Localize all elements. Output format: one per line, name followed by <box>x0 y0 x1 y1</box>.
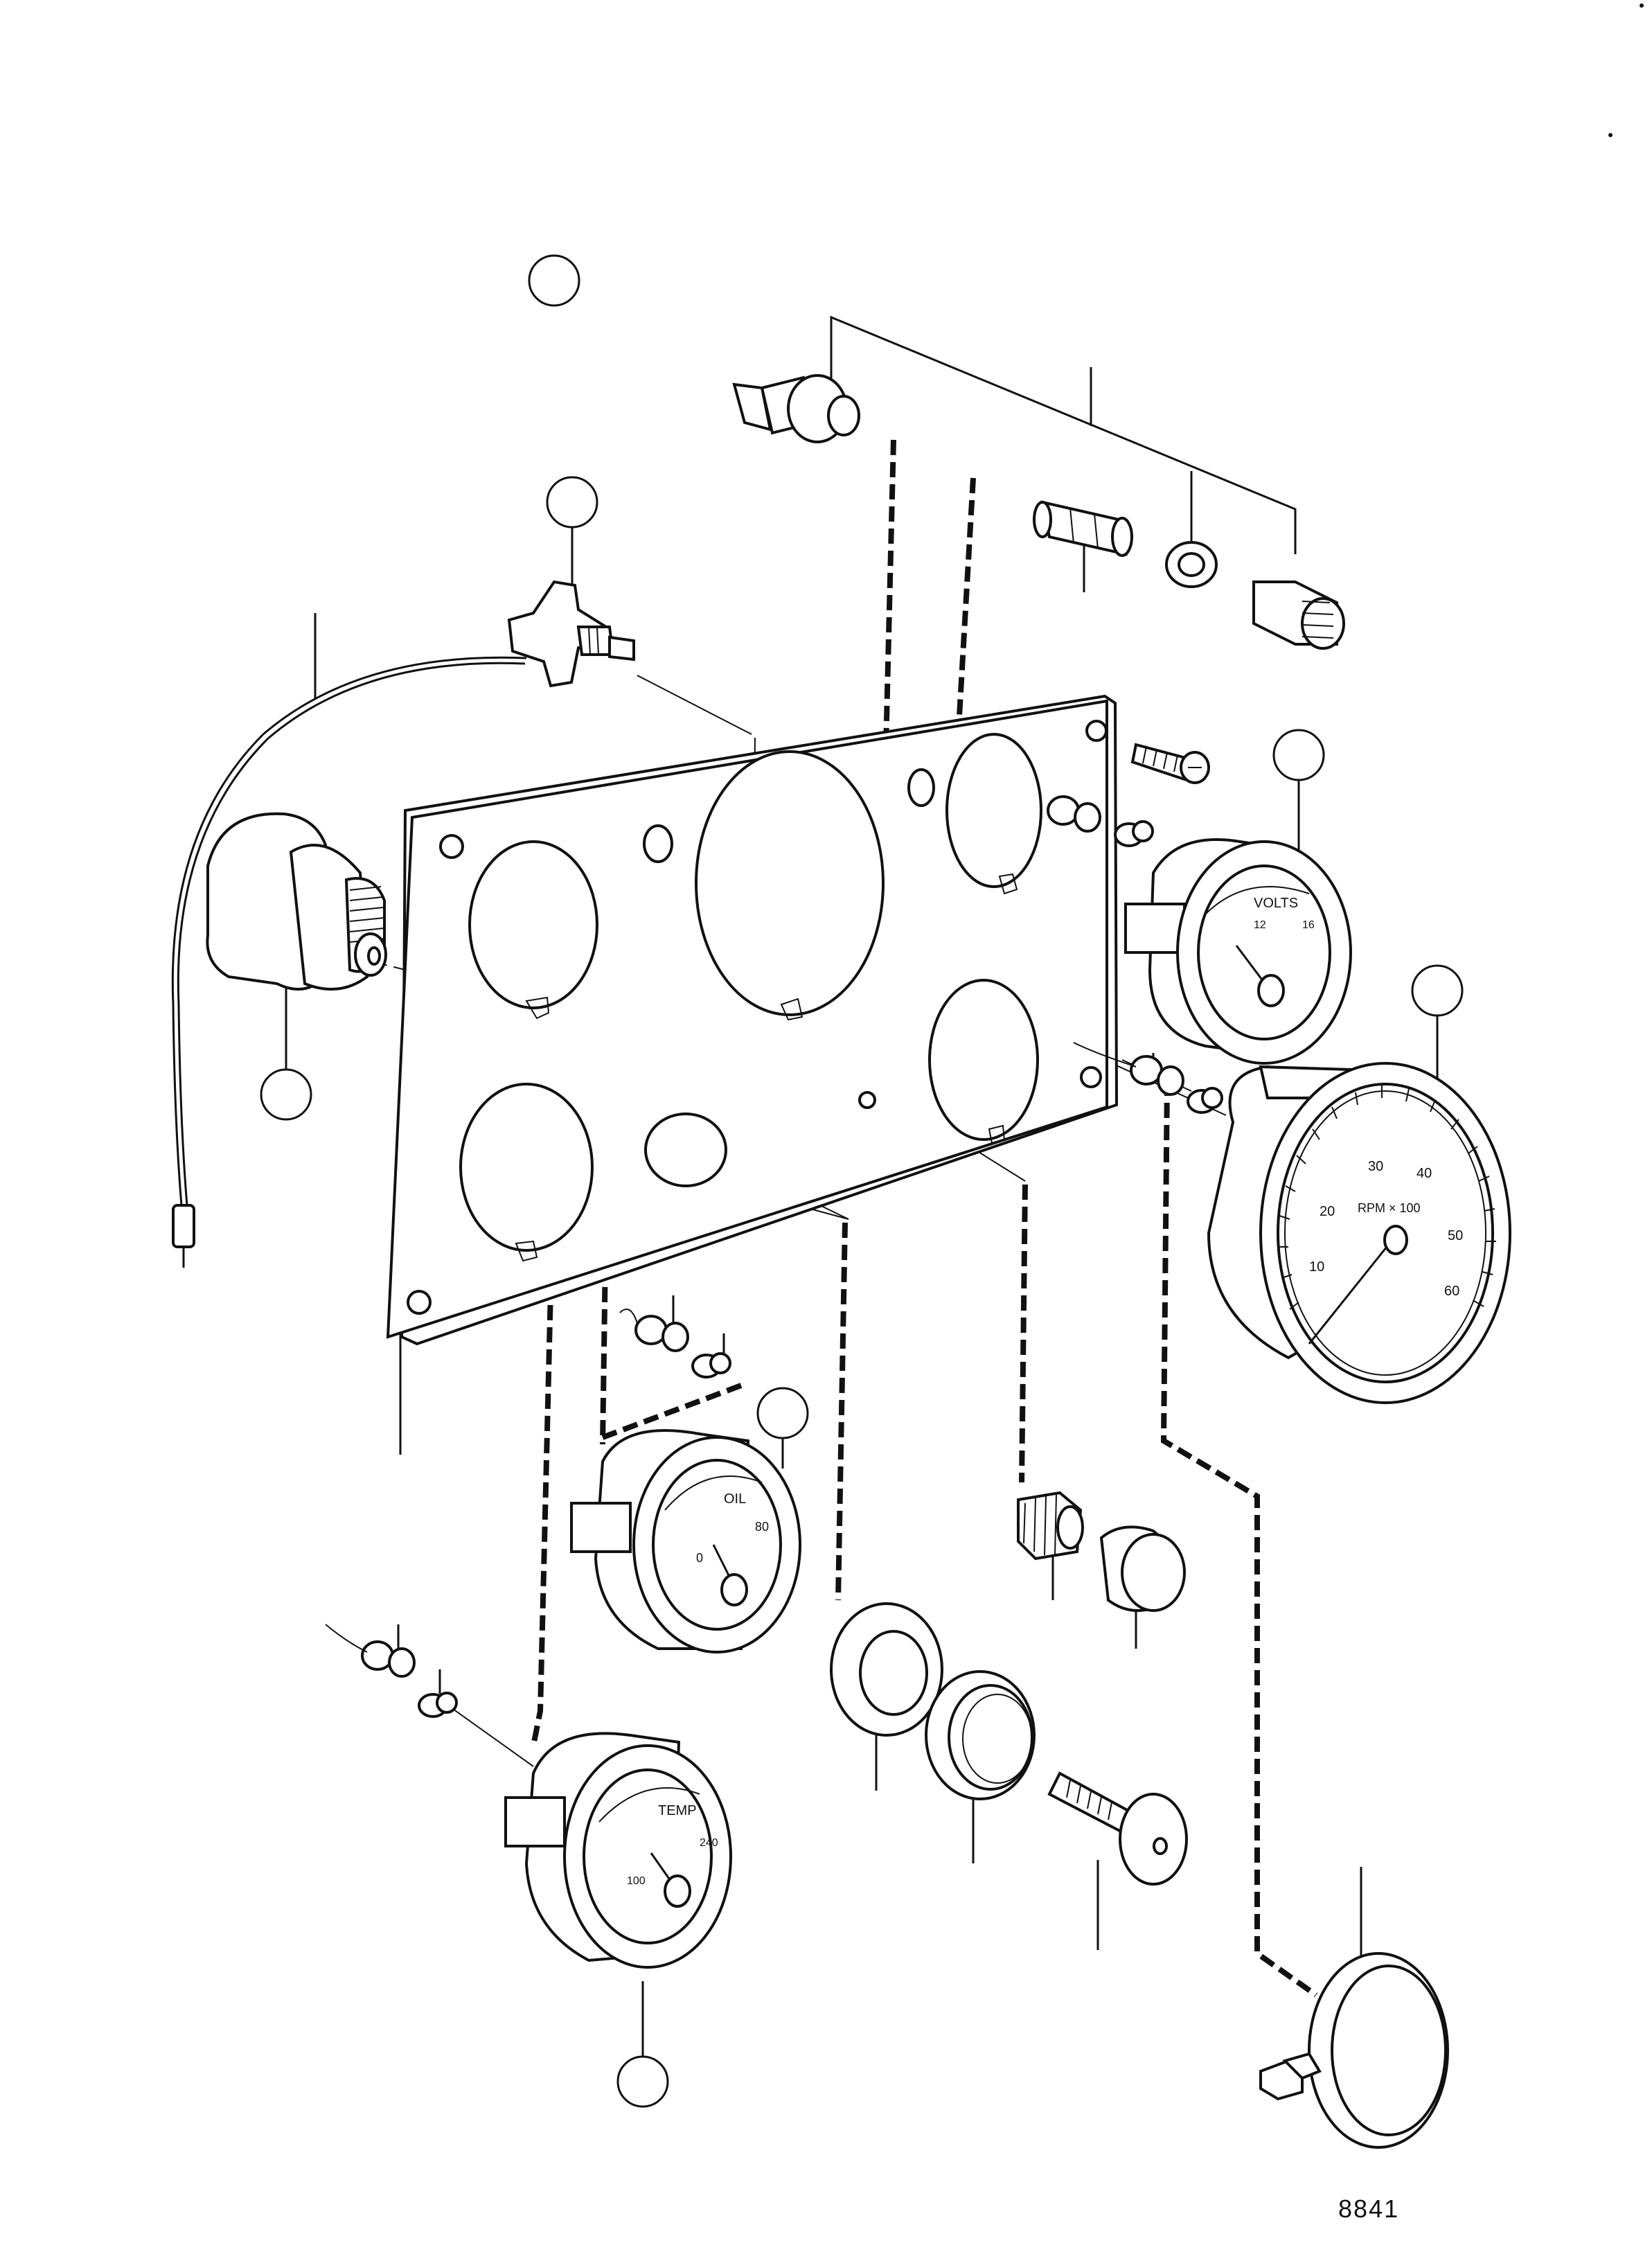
oil-pressure-tick: 80 <box>755 1520 769 1534</box>
ignition-switch <box>171 656 527 1268</box>
voltmeter-label: VOLTS <box>1254 896 1298 911</box>
callout-circle <box>756 1387 809 1439</box>
tachometer-tick: 50 <box>1448 1228 1463 1243</box>
callout-circle <box>1272 729 1325 781</box>
callout-circle <box>528 254 580 307</box>
voltmeter-gauge: VOLTS 12 16 <box>1124 838 1352 1065</box>
tachometer-label: RPM × 100 <box>1358 1201 1421 1215</box>
oil-pressure-gauge: OIL 0 80 <box>570 1429 801 1654</box>
knob-and-nut <box>1017 1491 1186 1612</box>
tachometer-tick: 30 <box>1368 1159 1383 1174</box>
temperature-gauge: TEMP 100 240 <box>504 1732 732 1969</box>
tachometer-tick: 20 <box>1320 1204 1335 1219</box>
oil-pressure-label: OIL <box>724 1491 746 1507</box>
instrument-panel <box>386 694 1119 1346</box>
callout-circle <box>1411 964 1464 1017</box>
tachometer-tick: 60 <box>1444 1284 1459 1299</box>
figure-number: 8841 <box>1338 2195 1400 2223</box>
screw <box>1130 743 1210 784</box>
callout-circle <box>260 1068 312 1121</box>
voltmeter-tick: 16 <box>1302 919 1315 931</box>
oil-pressure-tick: 0 <box>696 1551 703 1565</box>
callout-circle <box>616 2055 669 2108</box>
tachometer-gauge: RPM × 100 10 20 30 40 50 60 <box>1207 1062 1511 1404</box>
tachometer-tick: 40 <box>1416 1166 1432 1181</box>
callout-circles <box>260 254 1464 2108</box>
ignition-key <box>1047 1771 1188 1886</box>
callout-circle <box>546 476 598 529</box>
tachometer-tick: 10 <box>1309 1259 1324 1275</box>
sealing-rings <box>830 1602 1036 1800</box>
voltmeter-tick: 12 <box>1254 919 1266 931</box>
temperature-label: TEMP <box>658 1803 697 1818</box>
bezel-ring <box>1259 1952 1449 2149</box>
star-knob <box>507 580 635 688</box>
temperature-tick: 100 <box>627 1875 646 1887</box>
tachometer-ticks <box>1278 1085 1496 1310</box>
stray-marks <box>1608 3 1644 137</box>
temperature-tick: 240 <box>700 1837 718 1849</box>
bulb-sockets <box>325 795 1223 1718</box>
fuse-holder-assembly <box>732 374 1345 650</box>
